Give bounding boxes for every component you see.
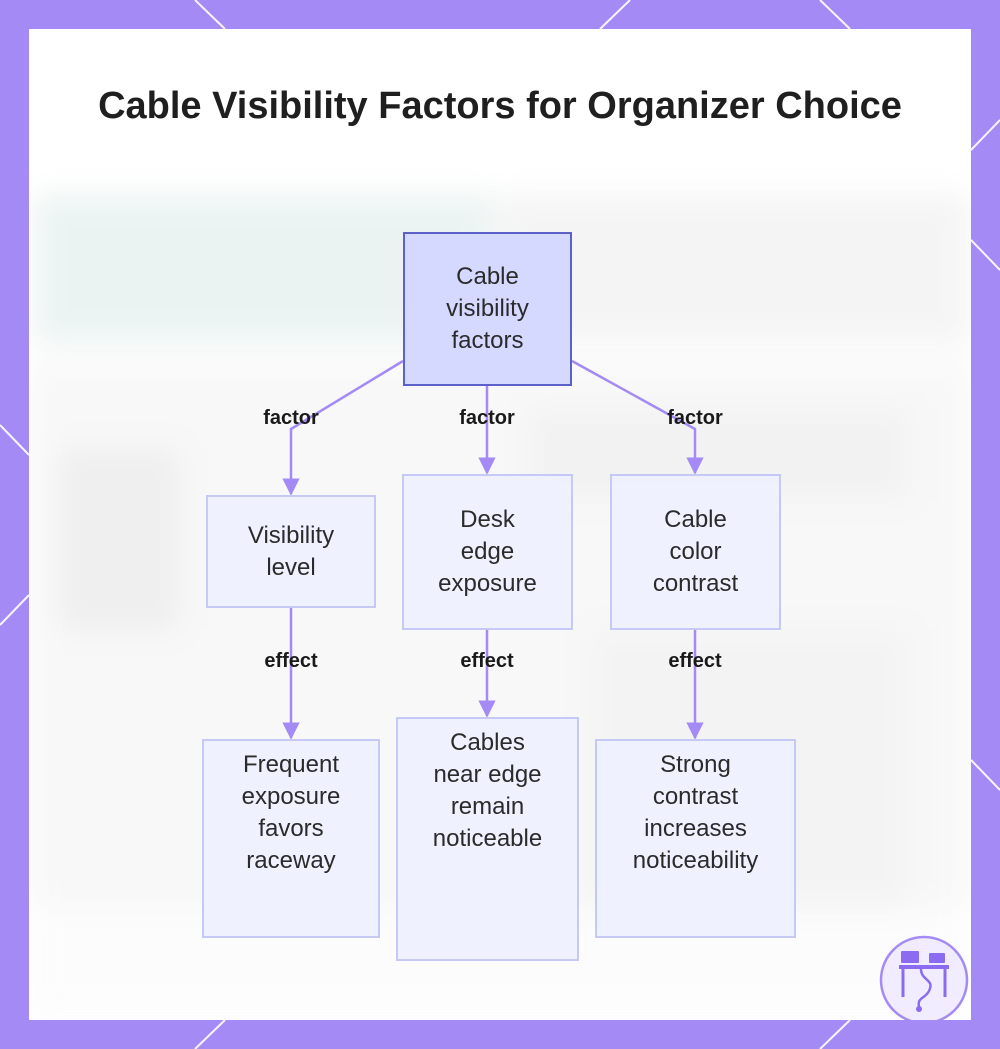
edge-label-factor-1: factor <box>263 407 319 430</box>
edge-label-effect-1: effect <box>264 650 317 673</box>
node-effect-strong-contrast: Strong contrast increases noticeability <box>595 739 796 938</box>
edge-label-factor-3: factor <box>667 407 723 430</box>
edge-label-effect-3: effect <box>668 650 721 673</box>
node-effect-frequent-exposure: Frequent exposure favors raceway <box>202 739 380 938</box>
diagram-card: Cable Visibility Factors for Organizer C… <box>29 29 971 1020</box>
edge-label-factor-2: factor <box>459 407 515 430</box>
node-factor-cable-color-contrast: Cable color contrast <box>610 474 781 630</box>
node-factor-visibility-level: Visibility level <box>206 495 376 608</box>
node-effect-cables-near-edge: Cables near edge remain noticeable <box>396 717 579 961</box>
node-factor-desk-edge-exposure: Desk edge exposure <box>402 474 573 630</box>
edge-label-effect-2: effect <box>460 650 513 673</box>
desk-cable-icon <box>879 935 969 1020</box>
node-root: Cable visibility factors <box>403 232 572 386</box>
